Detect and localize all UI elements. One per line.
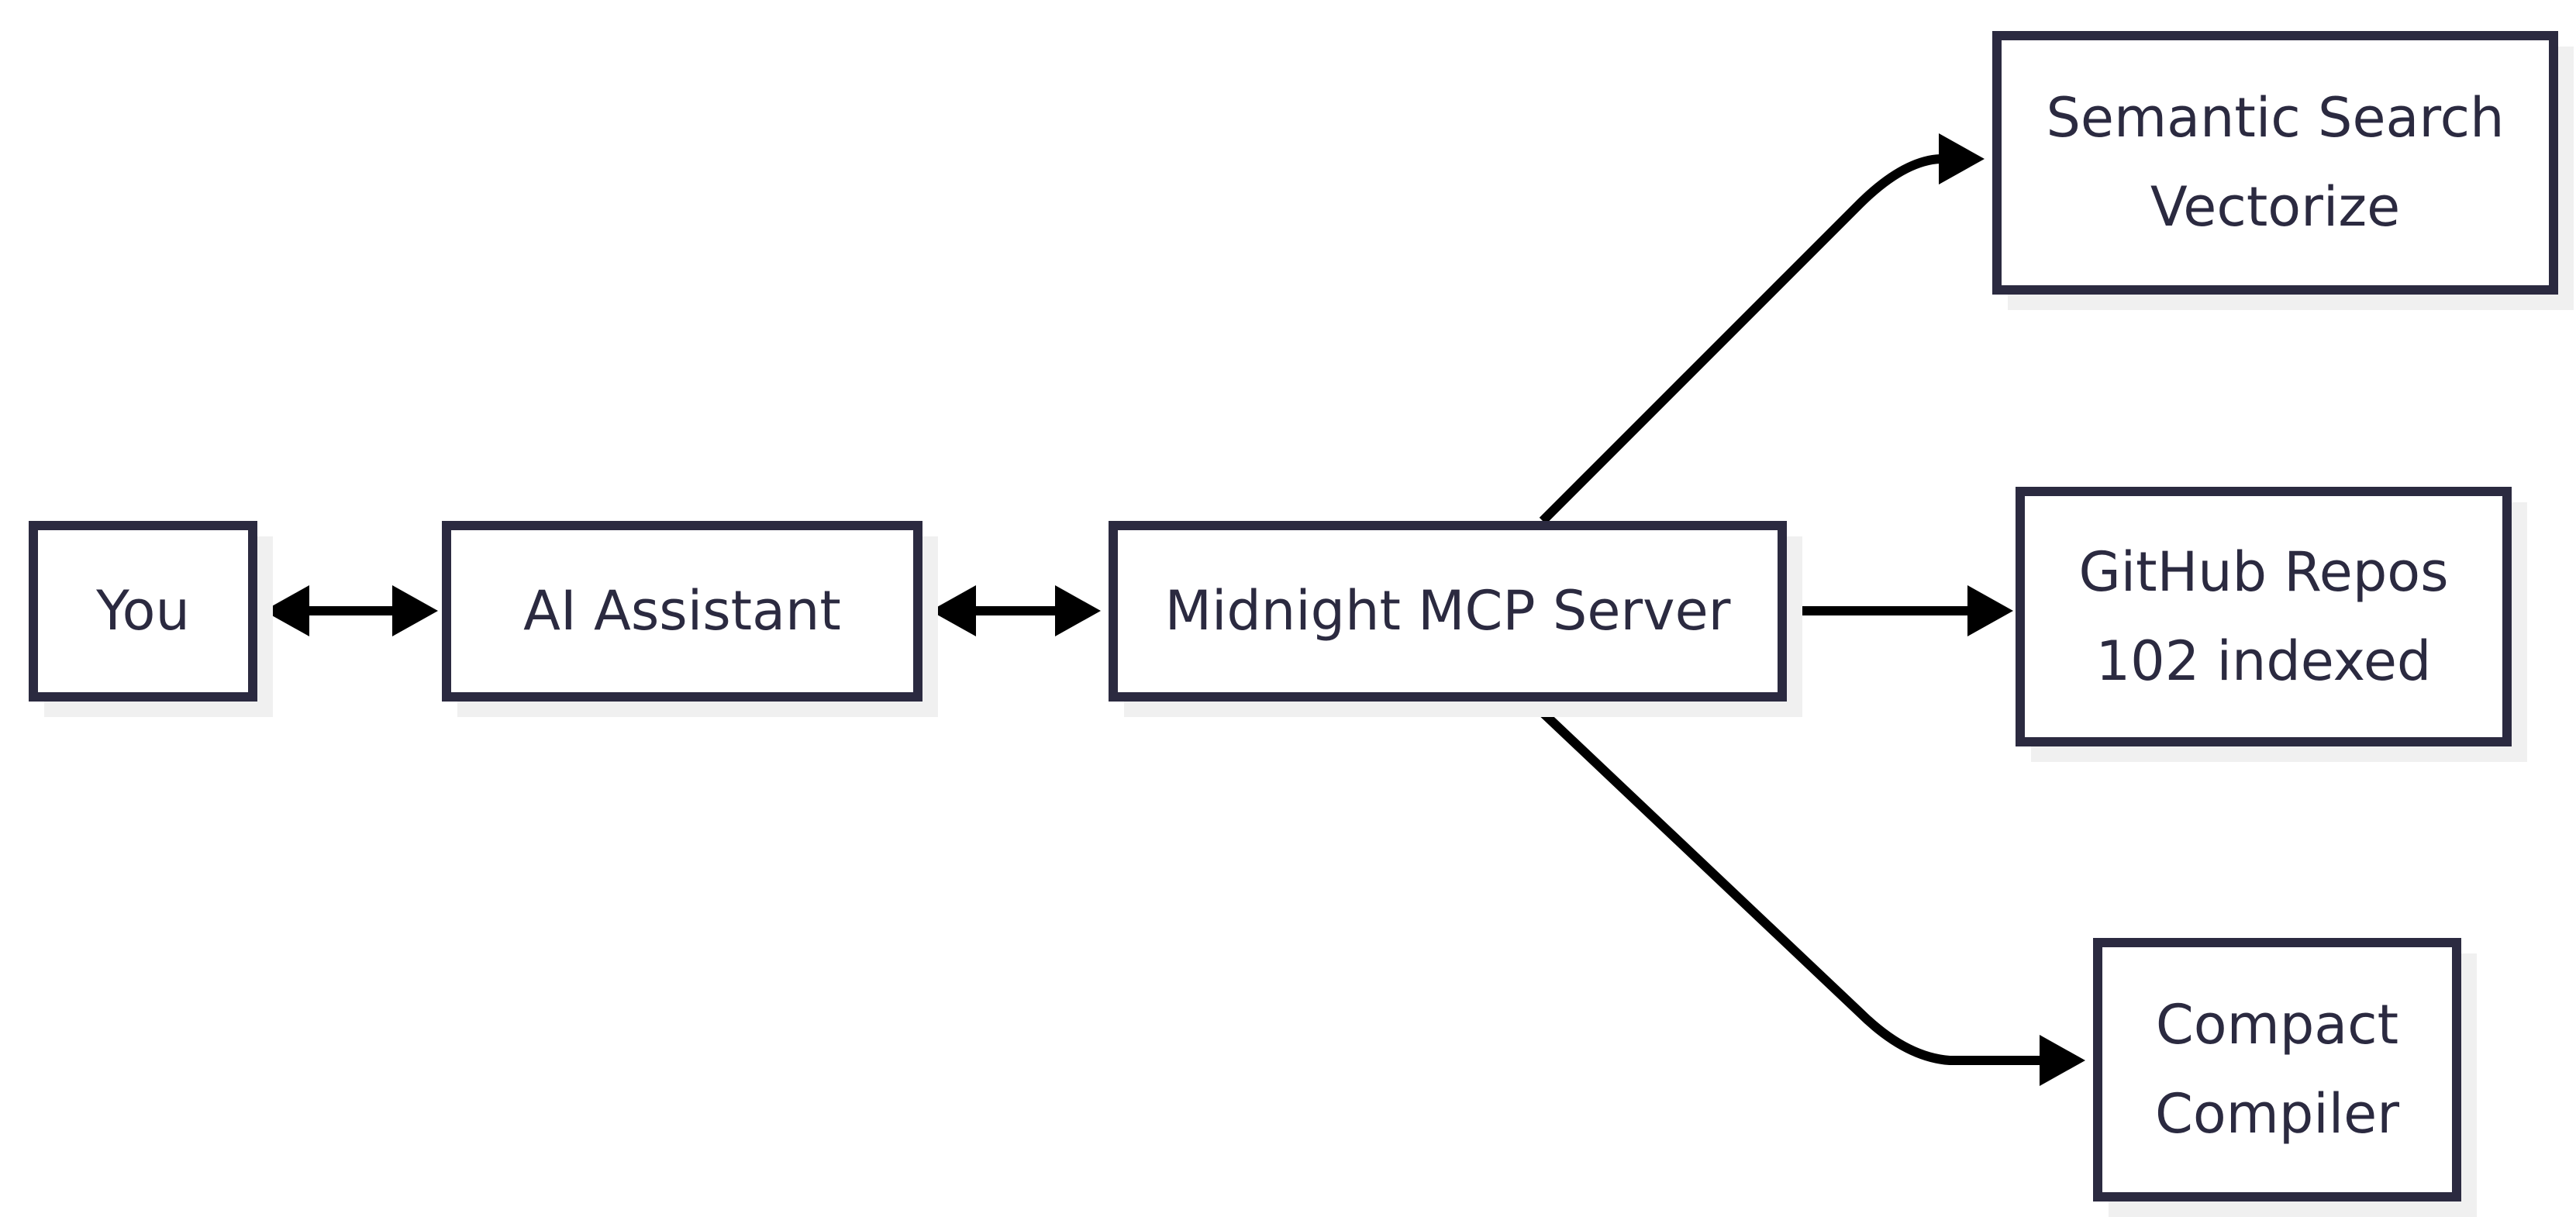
node-semantic-search-line2: Vectorize (2150, 175, 2401, 239)
node-you-label: You (96, 579, 190, 643)
arrow-ai-mcp (930, 585, 1101, 636)
node-compact-compiler: Compact Compiler (2093, 938, 2461, 1201)
arrow-mcp-github (1787, 585, 2013, 636)
arrow-mcp-compiler (1527, 698, 2085, 1086)
arrow-you-ai (264, 585, 438, 636)
node-semantic-search-vectorize: Semantic Search Vectorize (1992, 31, 2558, 295)
node-compact-compiler-line1: Compact (2155, 993, 2399, 1057)
node-midnight-mcp-server-label: Midnight MCP Server (1164, 579, 1731, 643)
node-you: You (29, 521, 257, 702)
node-github-repos-line1: GitHub Repos (2078, 540, 2449, 604)
node-midnight-mcp-server: Midnight MCP Server (1109, 521, 1787, 702)
node-compact-compiler-line2: Compiler (2154, 1082, 2400, 1146)
node-ai-assistant: AI Assistant (442, 521, 922, 702)
node-semantic-search-line1: Semantic Search (2046, 86, 2505, 150)
node-ai-assistant-label: AI Assistant (523, 579, 841, 643)
arrow-mcp-semantic (1539, 133, 1985, 525)
node-github-repos-line2: 102 indexed (2095, 629, 2432, 693)
node-github-repos: GitHub Repos 102 indexed (2016, 487, 2512, 746)
